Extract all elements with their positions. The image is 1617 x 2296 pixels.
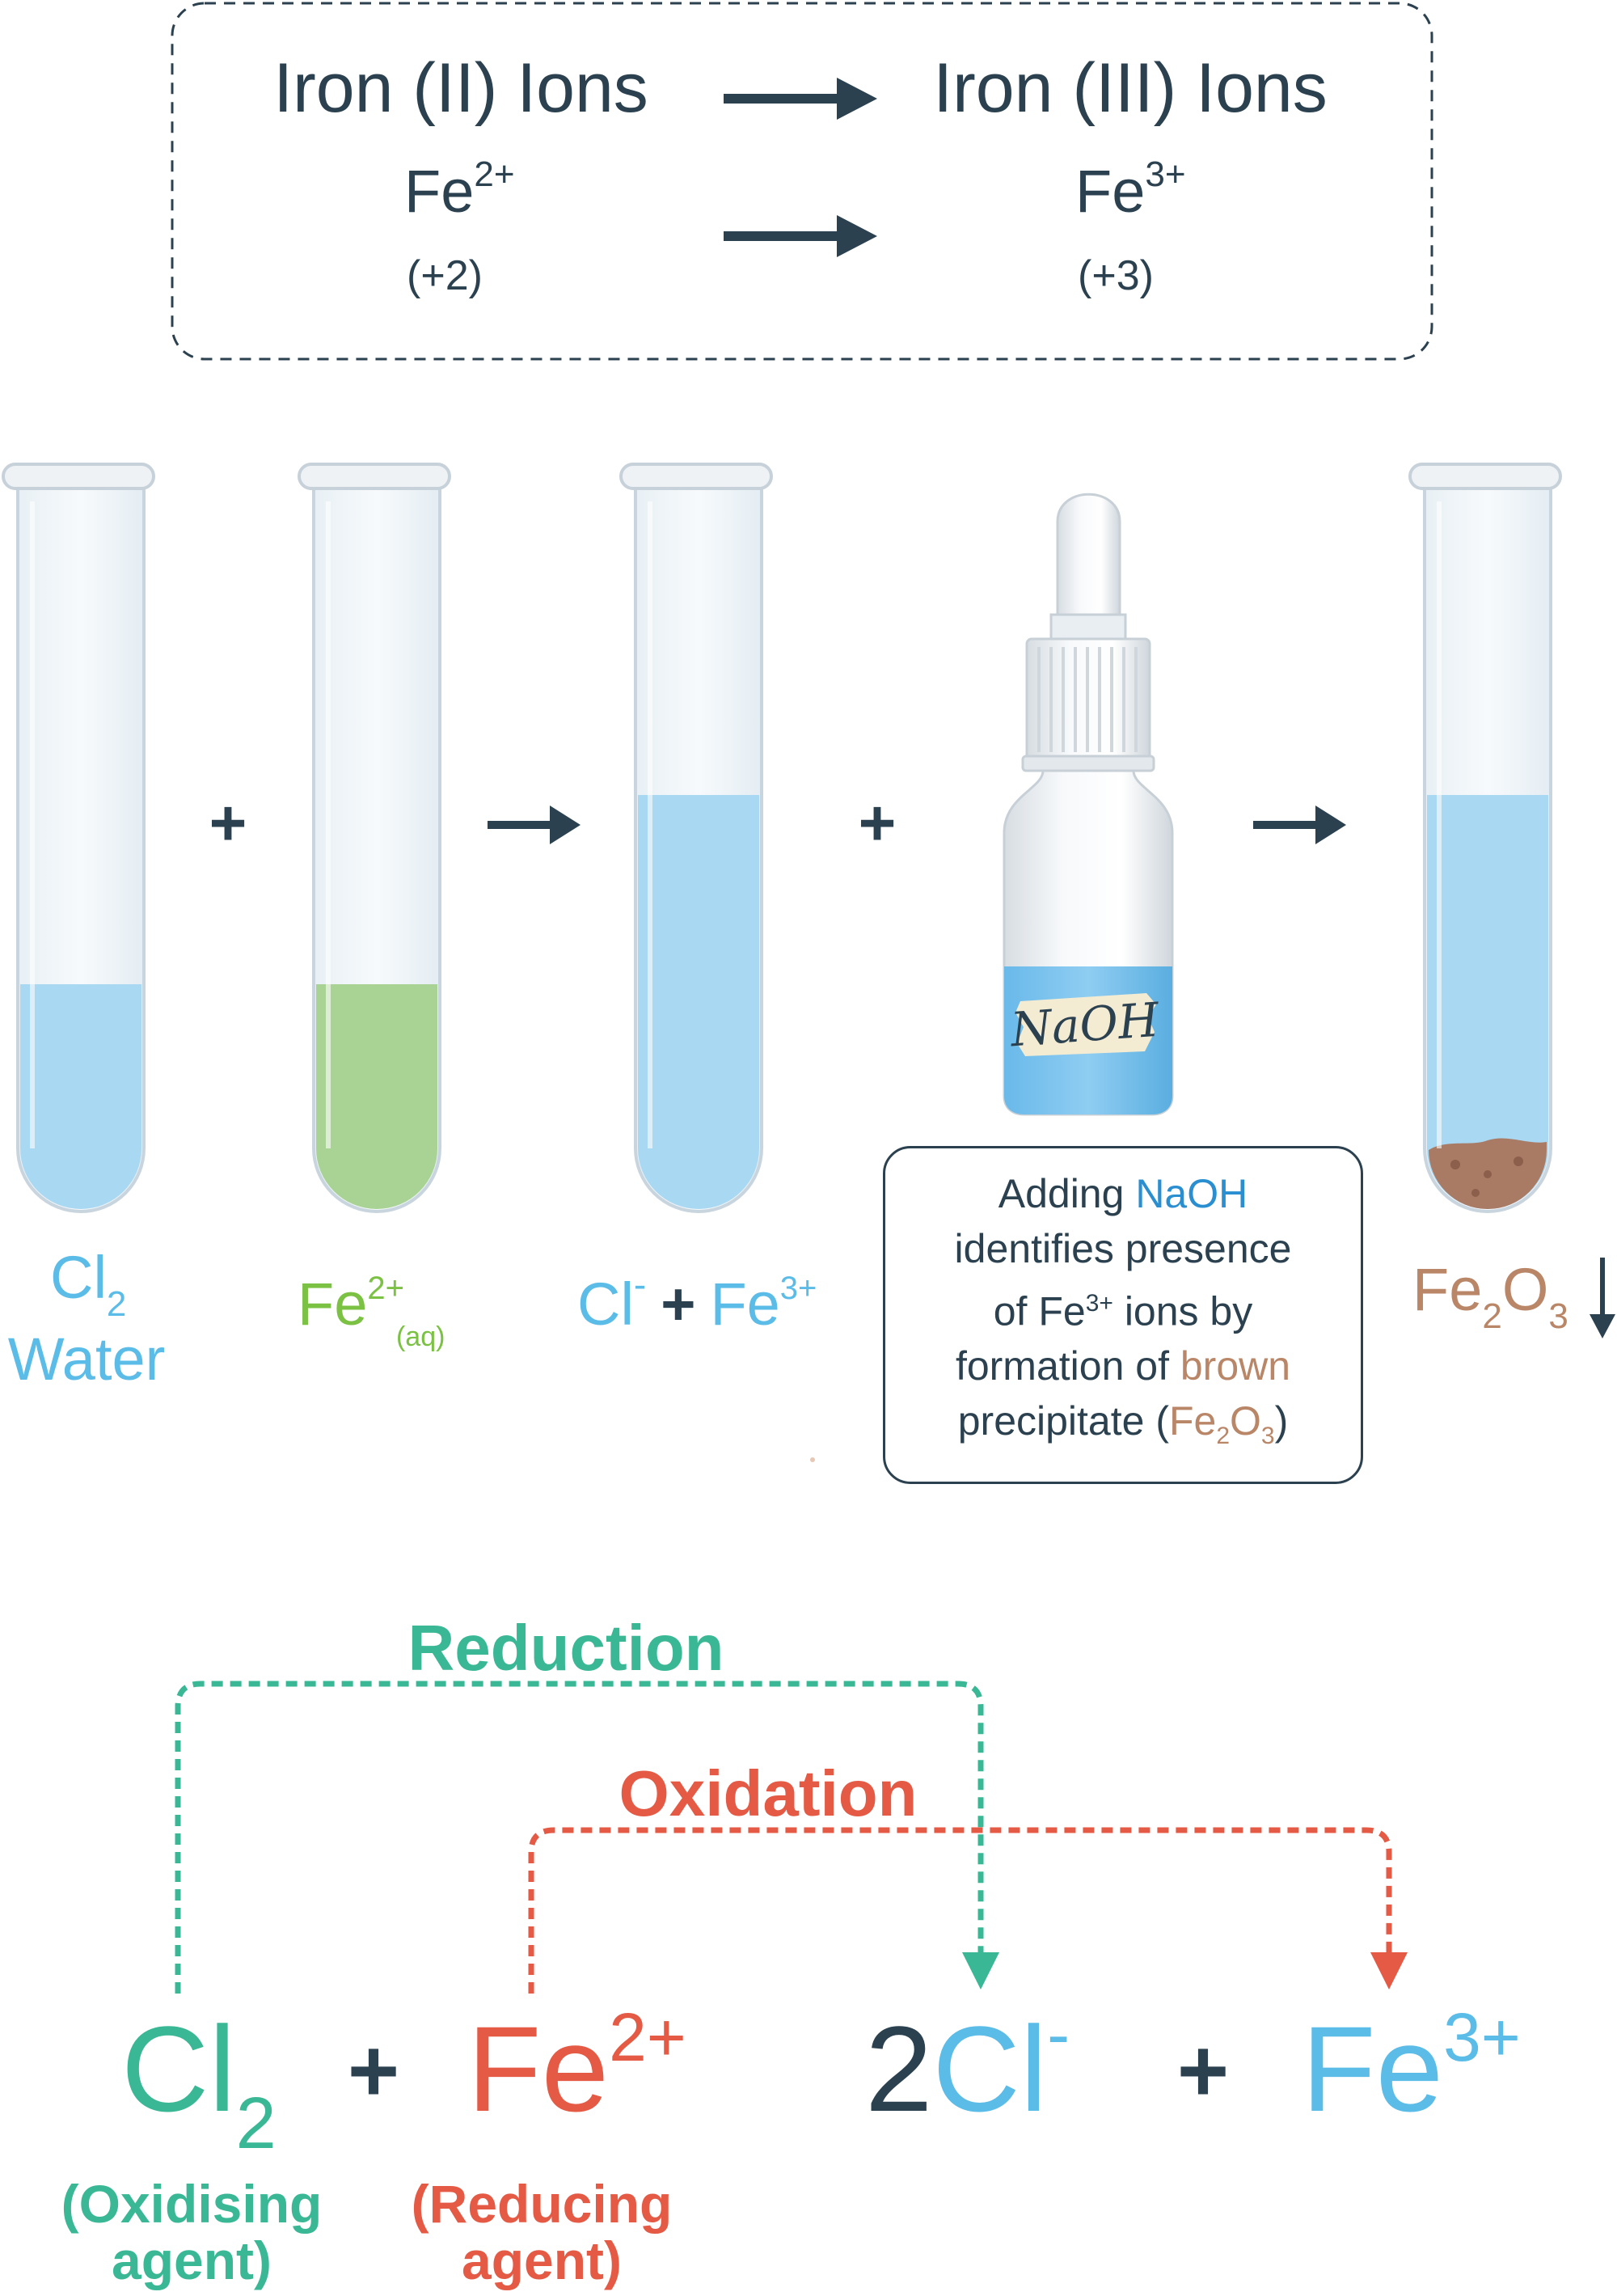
oxidation-label: Oxidation — [619, 1757, 918, 1829]
reactant-iron-ii: Fe2+ — [467, 1999, 686, 2137]
naoh-label-text: NaOH — [1007, 992, 1162, 1058]
plus-sign-1: + — [209, 787, 247, 859]
note-line-3: of Fe3+ ions by — [993, 1288, 1253, 1334]
oxidation-arrowhead — [1370, 1952, 1408, 1989]
bottle-label — [1015, 993, 1156, 1056]
note-line-2: identifies presence — [954, 1225, 1292, 1271]
top-arrow-1 — [724, 78, 877, 120]
reaction-arrow-1 — [488, 806, 581, 844]
tube-liquid — [1427, 795, 1548, 1209]
equation-plus-2: + — [1177, 2021, 1229, 2121]
tube1-label-line2: Water — [8, 1326, 166, 1393]
reactant-chlorine: Cl2 — [121, 2001, 277, 2164]
oxidising-agent-line2: agent) — [112, 2230, 272, 2290]
tube-iron-ii — [298, 463, 451, 1213]
fe3-symbol: Fe3+ — [1075, 154, 1186, 225]
tube-liquid — [638, 795, 759, 1209]
product-chloride: 2Cl- — [865, 1996, 1070, 2137]
naoh-explanation-box: Adding NaOH identifies presence of Fe3+ … — [883, 1146, 1363, 1484]
fe2-charge: 2+ — [474, 154, 514, 194]
oxidation-state-plus2: (+2) — [407, 252, 483, 299]
note-line-4: formation of brown — [955, 1343, 1291, 1389]
note-line-5: precipitate (Fe2O3) — [957, 1398, 1289, 1450]
note-line-1: Adding NaOH — [998, 1170, 1248, 1216]
reaction-arrow-2 — [1253, 806, 1346, 844]
fe3-charge: 3+ — [1145, 154, 1185, 194]
tube-products — [619, 463, 773, 1213]
reducing-agent-line2: agent) — [462, 2230, 622, 2290]
tube-liquid — [20, 984, 141, 1209]
top-arrow-2 — [724, 215, 877, 257]
product-iron-iii: Fe3+ — [1302, 1999, 1521, 2137]
equation-plus-1: + — [348, 2021, 399, 2121]
tube-liquid — [316, 984, 437, 1209]
precipitate-down-arrow — [1590, 1258, 1615, 1338]
fe2-symbol: Fe2+ — [404, 154, 515, 225]
iron-iii-title: Iron (III) Ions — [933, 49, 1328, 127]
plus-sign-2: + — [859, 787, 897, 859]
tube2-label: Fe2+(aq) — [298, 1271, 445, 1352]
iron-ii-title: Iron (II) Ions — [273, 49, 648, 127]
tube3-label: Cl-+Fe3+ — [577, 1263, 817, 1338]
tube-chlorine-water — [2, 463, 155, 1213]
tube4-label: Fe2O3 — [1412, 1256, 1568, 1336]
tube-precipitate — [1408, 463, 1562, 1213]
reduction-bracket — [175, 1681, 984, 1994]
stray-dot — [810, 1457, 815, 1462]
note-brown: brown — [1180, 1343, 1291, 1389]
top-summary-box — [171, 2, 1433, 361]
tube1-label-line1: Cl2 — [50, 1244, 126, 1324]
reducing-agent-line1: (Reducing — [412, 2174, 673, 2234]
reduction-label: Reduction — [407, 1612, 724, 1684]
reduction-arrowhead — [962, 1952, 999, 1989]
oxidising-agent-line1: (Oxidising — [61, 2174, 323, 2234]
oxidation-bracket — [528, 1827, 1392, 1994]
naoh-dropper-bottle: NaOH — [1003, 493, 1174, 1116]
oxidation-state-plus3: (+3) — [1078, 252, 1154, 299]
note-naoh: NaOH — [1135, 1170, 1248, 1216]
